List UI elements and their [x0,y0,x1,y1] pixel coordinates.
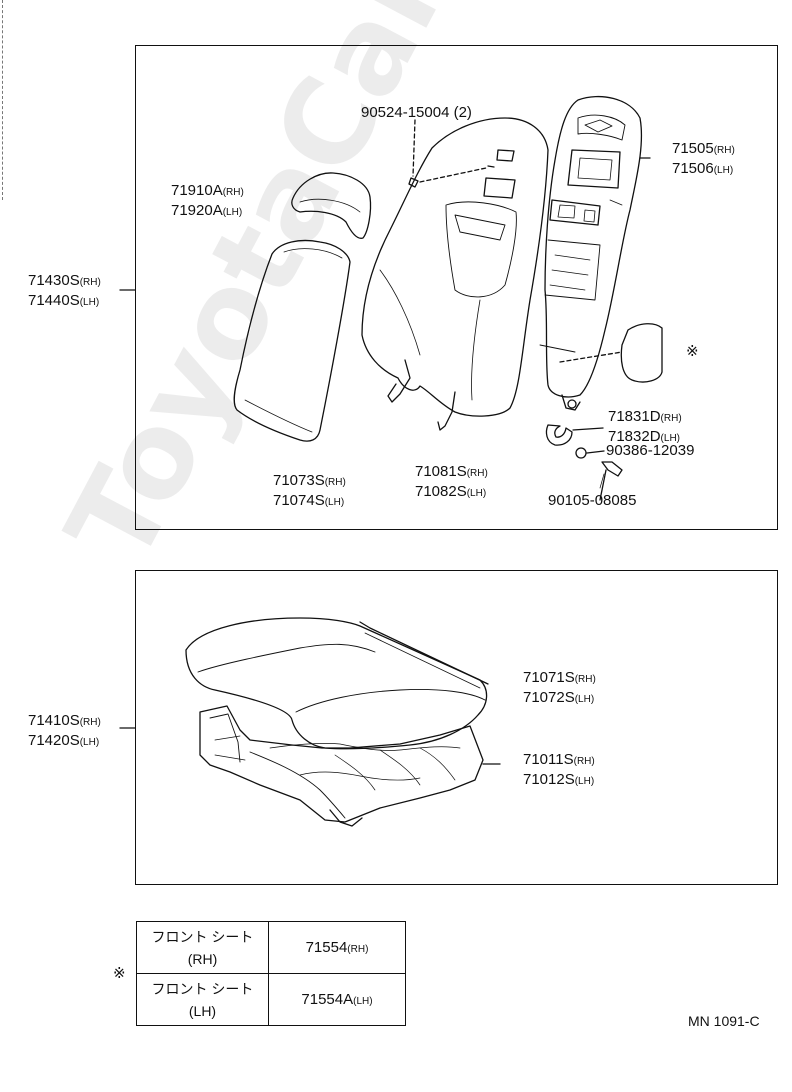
seatback-cover-label: 71073S(RH) 71074S(LH) [273,472,346,512]
clip-drawing [408,119,487,188]
part-number-lh: 71074S [273,492,325,509]
headrest-label: 71910A(RH) 71920A(LH) [171,182,244,222]
part-number-rh: 71410S [28,712,80,729]
legend-row: フロント シート (RH) 71554(RH) [136,921,406,974]
seatback-frame-label: 71505(RH) 71506(LH) [672,140,735,180]
part-number-rh: 71831D [608,408,661,425]
legend-part-number: 71554 [305,939,348,956]
part-number-lh: 71440S [28,292,80,309]
clip-quantity: (2) [453,104,472,121]
part-number-lh: 71832D [608,428,661,445]
legend-part: 71554A(LH) [268,973,406,1026]
part-number-lh: 71420S [28,732,80,749]
cushion-frame-drawing [199,705,501,827]
part-number-lh: 71506 [672,160,714,177]
rh-suffix: (RH) [79,277,101,288]
legend-part-suffix: (RH) [347,944,369,955]
legend-part-number: 71554A [301,991,354,1008]
rh-suffix: (RH) [573,756,595,767]
hinge-label: 71831D(RH) 71832D(LH) [608,408,682,448]
seatback-cover-drawing [233,239,351,442]
legend-desc-line1: フロント シート [151,980,254,997]
legend-table: フロント シート (RH) 71554(RH) フロント シート (LH) 71… [136,921,406,1026]
rh-suffix: (RH) [324,477,346,488]
seatback-pad-label: 71081S(RH) 71082S(LH) [415,463,488,503]
part-number-rh: 71430S [28,272,80,289]
rh-suffix: (RH) [466,468,488,479]
seatback-pad-drawing [361,117,549,431]
legend-row: フロント シート (LH) 71554A(LH) [136,973,406,1026]
part-number-lh: 71082S [415,483,467,500]
lh-suffix: (LH) [660,433,680,444]
legend-desc-line1: フロント シート [151,928,254,945]
part-number-rh: 71081S [415,463,467,480]
legend-desc-line2: (LH) [188,1002,217,1019]
part-number-rh: 71505 [672,140,714,157]
rh-suffix: (RH) [660,413,682,424]
rh-suffix: (RH) [713,145,735,156]
part-number-rh: 71910A [171,182,223,199]
legend-part: 71554(RH) [268,921,406,974]
lh-suffix: (LH) [324,497,345,508]
nut-label: 90386-12039 [606,442,695,459]
lh-suffix: (LH) [466,488,487,499]
diagram-code: MN 1091-C [688,1013,760,1029]
seat-back-assembly-label: 71430S(RH) 71440S(LH) [28,272,101,312]
lh-suffix: (LH) [713,165,734,176]
seatback-frame-drawing [539,96,651,411]
clip-part-number: 90524-15004 [361,104,450,121]
legend-description: フロント シート (LH) [136,973,269,1026]
part-number-rh: 71011S [523,751,574,768]
lh-suffix: (LH) [79,297,100,308]
part-number-rh: 71071S [523,669,575,686]
side-cover-drawing [559,323,663,383]
lh-suffix: (LH) [79,737,100,748]
rh-suffix: (RH) [222,187,244,198]
lh-suffix: (LH) [574,694,595,705]
rh-suffix: (RH) [79,717,101,728]
legend-part-suffix: (LH) [353,996,373,1007]
part-number-lh: 71072S [523,689,575,706]
clip-label: 90524-15004 (2) [361,104,472,122]
seat-cushion-assembly-label: 71410S(RH) 71420S(LH) [28,712,101,752]
page-edge-dash [2,0,3,200]
hinge-hardware-drawing [545,424,623,501]
part-number-lh: 71920A [171,202,223,219]
lh-suffix: (LH) [574,776,595,787]
legend-desc-line2: (RH) [187,950,218,967]
lh-suffix: (LH) [222,207,243,218]
cushion-frame-label: 71011S(RH) 71012S(LH) [523,751,595,791]
headrest-drawing [291,172,372,239]
lower-panel [135,570,778,885]
bolt-label: 90105-08085 [548,492,637,509]
note-symbol-side-cover: ※ [686,343,699,360]
upper-panel [135,45,778,530]
rh-suffix: (RH) [574,674,596,685]
cushion-cover-drawing [185,617,489,750]
legend-note-symbol: ※ [113,965,126,982]
cushion-cover-label: 71071S(RH) 71072S(LH) [523,669,596,709]
part-number-lh: 71012S [523,771,575,788]
legend-description: フロント シート (RH) [136,921,269,974]
part-number-rh: 71073S [273,472,325,489]
